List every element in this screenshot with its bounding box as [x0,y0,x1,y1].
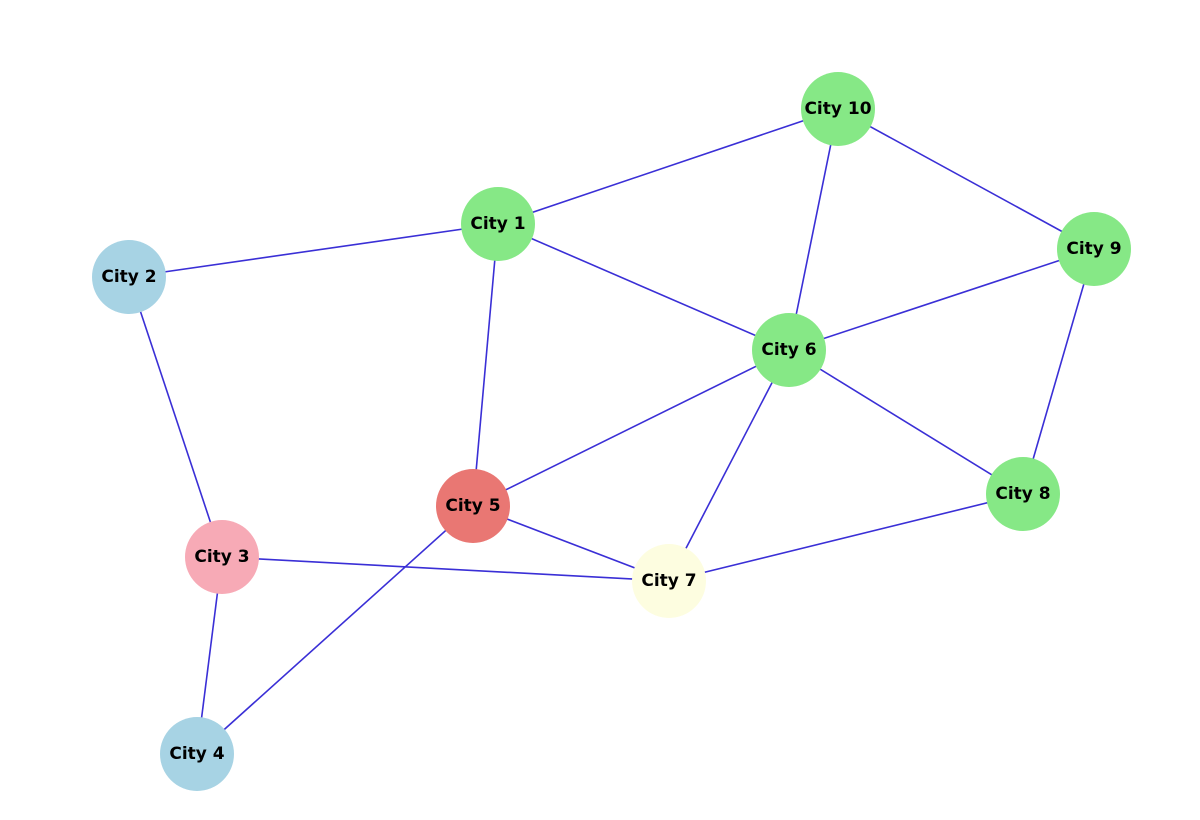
edge-city6-city8 [788,349,1024,495]
node-circle-city7 [632,544,706,618]
node-label-city2: City 2 [101,267,156,287]
edge-city6-city10 [788,108,839,351]
node-label-city10: City 10 [804,99,871,119]
node-circle-city6 [752,313,826,387]
node-circle-city4 [160,717,234,791]
edge-city5-city6 [472,349,790,507]
node-label-city1: City 1 [470,214,525,234]
edge-city3-city7 [221,556,670,582]
node-circle-city10 [801,72,875,146]
edge-city1-city6 [497,223,790,351]
edge-city6-city7 [668,349,790,582]
node-city6: City 6 [752,313,826,387]
node-city5: City 5 [436,469,510,543]
node-label-city9: City 9 [1066,239,1121,259]
edge-city1-city2 [128,223,499,278]
edge-city9-city10 [837,108,1095,250]
node-label-city6: City 6 [761,340,816,360]
node-city7: City 7 [632,544,706,618]
node-city4: City 4 [160,717,234,791]
node-city8: City 8 [986,457,1060,531]
node-label-city7: City 7 [641,571,696,591]
node-circle-city5 [436,469,510,543]
node-city2: City 2 [92,240,166,314]
edge-city6-city9 [788,248,1095,351]
node-city10: City 10 [801,72,875,146]
node-city3: City 3 [185,520,259,594]
node-label-city8: City 8 [995,484,1050,504]
node-circle-city9 [1057,212,1131,286]
edge-city1-city10 [497,108,839,225]
node-label-city4: City 4 [169,744,224,764]
edge-city8-city9 [1022,248,1095,495]
node-label-city3: City 3 [194,547,249,567]
edges-layer [128,108,1095,755]
edge-city2-city3 [128,276,223,558]
node-circle-city2 [92,240,166,314]
node-circle-city1 [461,187,535,261]
node-city9: City 9 [1057,212,1131,286]
nodes-layer: City 1 City 2 City 3 City 4 City 5 City 6 City… [92,72,1131,791]
edge-city1-city5 [472,223,499,507]
edge-city7-city8 [668,493,1024,582]
node-circle-city8 [986,457,1060,531]
node-label-city5: City 5 [445,496,500,516]
node-city1: City 1 [461,187,535,261]
node-circle-city3 [185,520,259,594]
edge-city4-city5 [196,505,474,755]
